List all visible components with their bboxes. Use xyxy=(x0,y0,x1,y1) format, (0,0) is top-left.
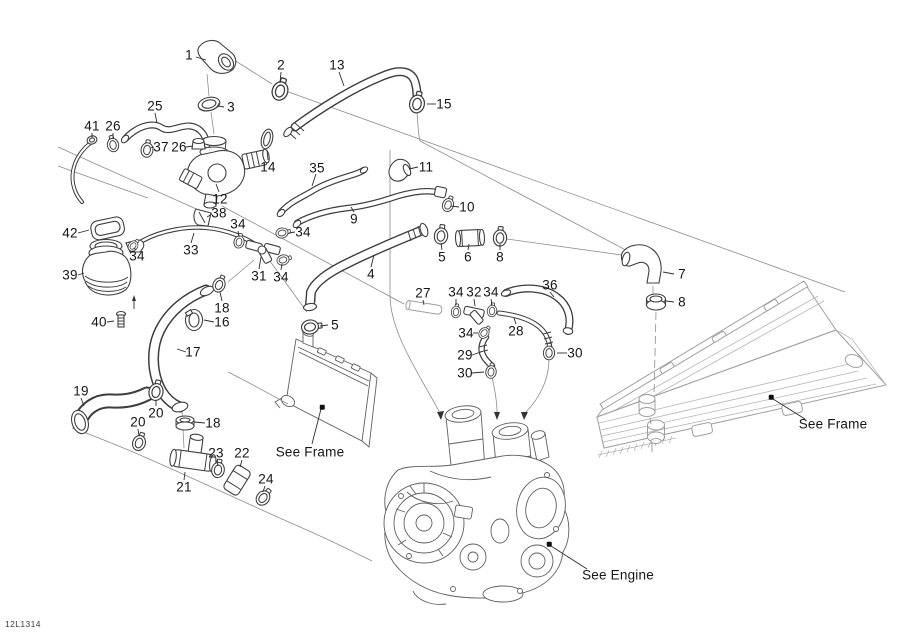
drawing-number: 12L1314 xyxy=(5,619,41,629)
bolt-40 xyxy=(115,295,136,328)
flange-18 xyxy=(175,415,195,431)
elbow-fitting-1 xyxy=(197,39,237,74)
radiator-panel xyxy=(274,329,378,448)
fitting-26 xyxy=(191,137,206,150)
flow-arrow-icons xyxy=(437,411,528,420)
hose-22 xyxy=(223,464,251,496)
coolant-reservoir-39 xyxy=(81,216,145,296)
hose-36 xyxy=(500,284,574,335)
y-fitting-31 xyxy=(245,239,281,264)
inline-fitting-6 xyxy=(454,228,486,248)
hose-clamps xyxy=(105,75,556,509)
bracket-16 xyxy=(184,308,204,332)
tube-27 xyxy=(405,300,443,315)
elbow-11 xyxy=(388,158,412,182)
bracket-38 xyxy=(193,208,212,227)
hose-4 xyxy=(302,222,429,312)
tube-28 xyxy=(496,310,554,351)
hose-19 xyxy=(70,386,155,435)
hose-13 xyxy=(283,67,422,140)
fitting-32 xyxy=(463,305,485,325)
elbow-29 xyxy=(478,333,496,370)
frame-fitting-spigots xyxy=(638,394,665,444)
hose-9 xyxy=(292,185,448,229)
elbow-7 xyxy=(620,244,662,284)
thermostat-cap-3 xyxy=(197,96,221,112)
hose-33 xyxy=(139,225,261,249)
o-ring-14 xyxy=(260,128,274,150)
t-fitting-21 xyxy=(169,433,217,473)
pump-housing-12 xyxy=(178,135,270,209)
callout-leader-lines xyxy=(77,56,806,570)
assembly-axis-lines xyxy=(57,57,846,562)
hose-41 xyxy=(70,135,98,204)
hose-35 xyxy=(276,166,369,218)
hose-25 xyxy=(120,121,211,149)
engine-assembly xyxy=(383,405,570,605)
frame-heat-exchanger xyxy=(595,280,887,459)
cap-8 xyxy=(645,293,667,311)
hose-17 xyxy=(148,284,215,413)
